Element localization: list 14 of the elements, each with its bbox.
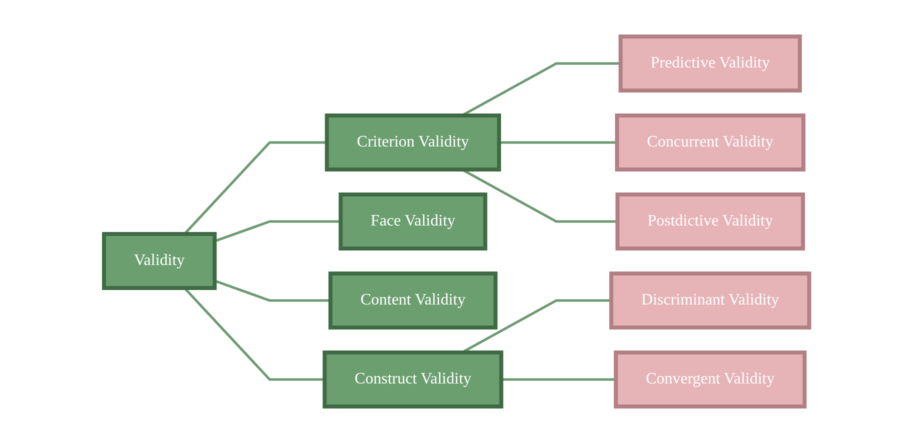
node-box: Face Validity (338, 192, 488, 250)
node-box: Concurrent Validity (614, 114, 806, 172)
node-box: Criterion Validity (324, 114, 501, 172)
node-box: Predictive Validity (618, 34, 802, 92)
node-box: Postdictive Validity (615, 192, 805, 250)
connector (498, 141, 617, 144)
node-box: Discriminant Validity (609, 272, 812, 330)
connector (214, 280, 330, 302)
node-box: Validity (102, 232, 217, 290)
node-box: Convergent Validity (614, 350, 806, 408)
connector (501, 378, 616, 381)
connector (183, 141, 327, 235)
node-box: Construct Validity (322, 350, 504, 408)
node-box: Content Validity (328, 272, 498, 330)
